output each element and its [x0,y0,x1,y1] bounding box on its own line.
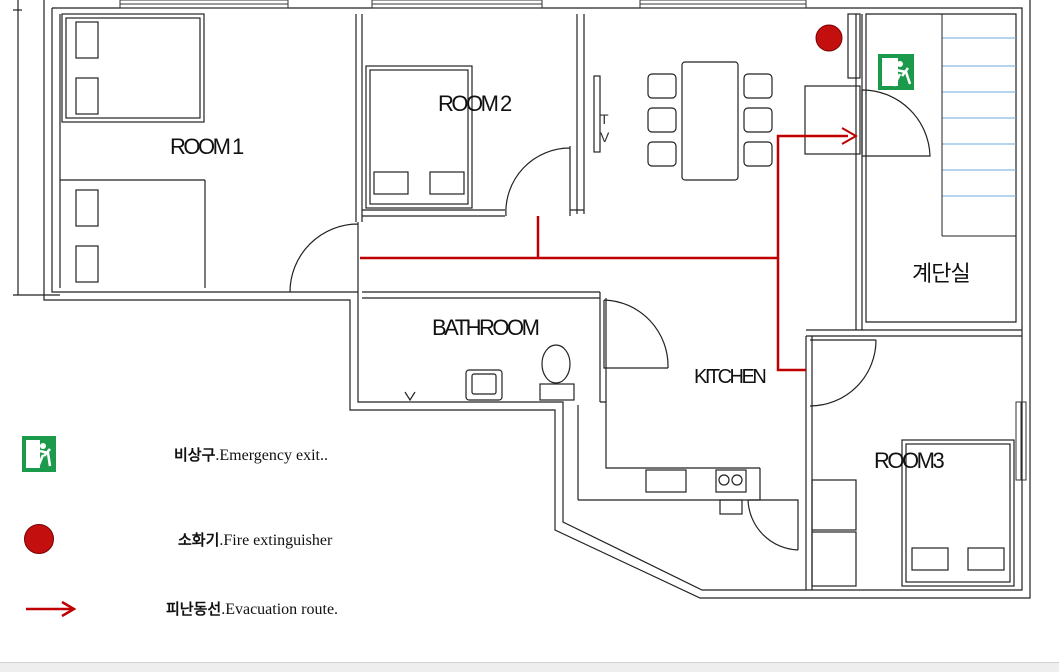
extinguisher-label-en: .Fire extinguisher [219,531,333,549]
kitchen-label: KITCHEN [694,366,767,388]
exit-label-en: .Emergency exit.. [215,446,328,464]
tv-label: T V [600,111,610,145]
stairs [942,37,1016,197]
evacuation-arrow-icon [26,600,76,617]
bathroom-label: BATHROOM [432,315,540,340]
dining-set [647,61,773,181]
doors [289,89,931,551]
stairs-label: 계단실 [912,261,971,286]
fire-extinguisher-icon [24,524,54,554]
evacuation-route [360,127,859,372]
room2-label: ROOM 2 [438,91,512,116]
emergency-exit-icon [22,436,56,472]
legend-extinguisher: 소화기.Fire extinguisher [24,524,332,554]
bottom-scroll-area [0,662,1059,672]
legend-route: 피난동선.Evacuation route. [26,598,338,619]
fire-extinguisher-icon [815,24,843,52]
route-label-ko: 피난동선 [166,600,222,618]
exit-label-ko: 비상구 [174,445,216,464]
emergency-exit-icon [878,54,914,90]
route-label-en: .Evacuation route. [221,601,339,618]
room1-label: ROOM 1 [170,134,244,159]
extinguisher-label-ko: 소화기 [178,530,220,549]
outer-wall [43,0,1031,599]
room3-label: ROOM3 [874,448,945,473]
legend-exit: 비상구.Emergency exit.. [22,436,328,472]
